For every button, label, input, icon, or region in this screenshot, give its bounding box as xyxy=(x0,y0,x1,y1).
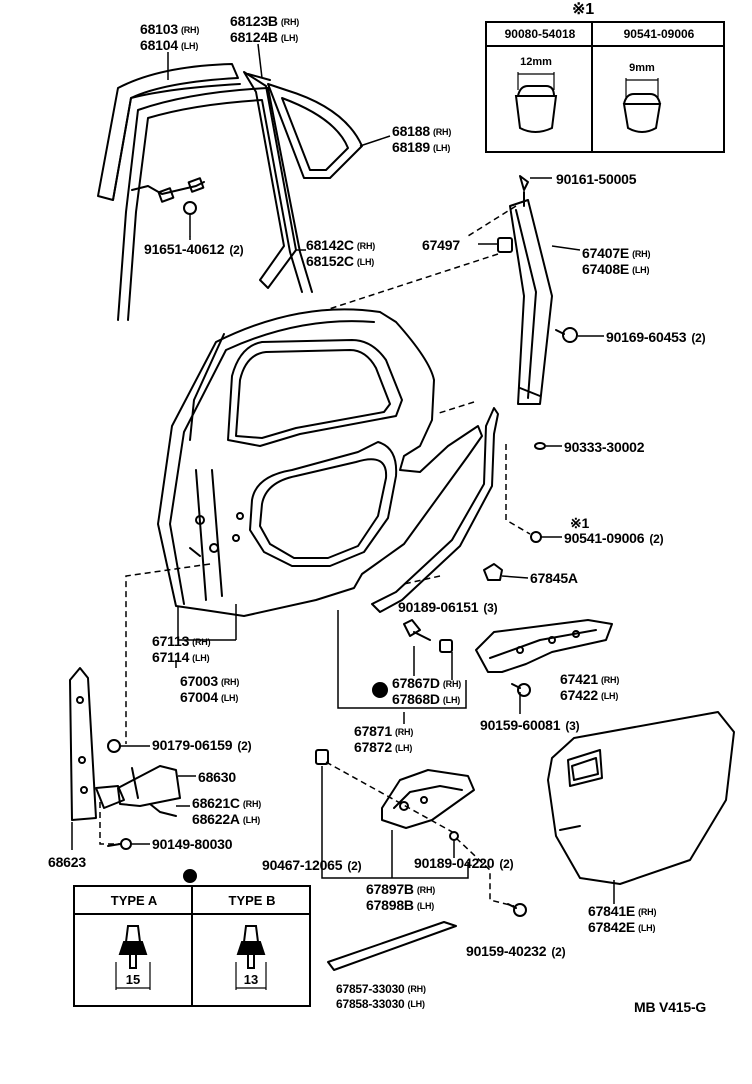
hinge-68630 xyxy=(69,667,181,850)
label-90161: 90161-50005 xyxy=(556,171,637,187)
label-67871: 67871(RH) 67872(LH) xyxy=(354,723,414,755)
label-90189-04220: 90189-04220(2) xyxy=(414,855,514,872)
door-panel-67003 xyxy=(157,308,483,617)
clip-90541 xyxy=(530,531,542,543)
type-table xyxy=(73,869,311,1007)
type-b-dim: 13 xyxy=(243,972,259,987)
label-90159-60081: 90159-60081(3) xyxy=(480,717,580,734)
clip-table xyxy=(485,21,725,153)
moulding-67857 xyxy=(327,921,457,971)
label-91651: 91651-40612(2) xyxy=(144,241,244,258)
label-68103: 68103(RH) 68104(LH) xyxy=(140,21,200,53)
clip-table-part-2: 90541-09006 xyxy=(623,27,695,41)
label-90149: 90149-80030 xyxy=(152,836,233,852)
type-b-title: TYPE B xyxy=(228,893,276,908)
label-67841e: 67841E(RH) 67842E(LH) xyxy=(588,903,657,935)
quarter-glass-68188 xyxy=(267,83,363,179)
label-68623: 68623 xyxy=(48,854,86,870)
label-67845a: 67845A xyxy=(530,570,578,586)
clip-67845 xyxy=(483,563,503,581)
label-67497: 67497 xyxy=(422,237,460,253)
label-67003: 67003(RH) 67004(LH) xyxy=(180,673,240,705)
clip-table-mark: ※1 xyxy=(572,1,594,18)
door-trim-67841 xyxy=(547,711,735,885)
clip-icon-12mm xyxy=(514,95,558,133)
label-90179: 90179-06159(2) xyxy=(152,737,252,754)
stud-icon-type-b xyxy=(235,925,267,990)
label-67897b: 67897B(RH) 67898B(LH) xyxy=(366,881,436,913)
type-a-dim: 15 xyxy=(125,972,141,987)
label-90169: 90169-60453(2) xyxy=(606,329,706,346)
door-weatherstrip-67871 xyxy=(371,407,499,613)
label-67857: 67857-33030(RH) 67858-33030(LH) xyxy=(336,982,426,1011)
label-68142c: 68142C(RH) 68152C(LH) xyxy=(306,237,376,269)
bolt-90169 xyxy=(555,327,578,343)
label-90541-mark: ※1 xyxy=(570,515,590,531)
label-68621c: 68621C(RH) 68622A(LH) xyxy=(192,795,262,827)
label-90541: 90541-09006(2) xyxy=(564,530,664,547)
label-68630: 68630 xyxy=(198,769,236,785)
clip-table-dim-2: 9mm xyxy=(629,62,655,74)
door-glass xyxy=(131,177,205,237)
clip-icon-9mm xyxy=(622,103,662,133)
label-67113: 67113(RH) 67114(LH) xyxy=(152,633,211,665)
weatherstrip-68142 xyxy=(243,71,297,289)
label-67407e: 67407E(RH) 67408E(LH) xyxy=(582,245,651,277)
door-lock-67421 xyxy=(372,619,613,698)
label-67421: 67421(RH) 67422(LH) xyxy=(560,671,620,703)
label-90467: 90467-12065(2) xyxy=(262,857,362,874)
divider-channel-67407 xyxy=(497,175,553,405)
stud-icon-type-a xyxy=(115,925,151,990)
run-channel-68123 xyxy=(117,87,313,321)
label-67867d: 67867D(RH) 67868D(LH) xyxy=(392,675,462,707)
frame-moulding-68103 xyxy=(97,63,241,201)
clip-90333 xyxy=(534,442,546,450)
label-68188: 68188(RH) 68189(LH) xyxy=(392,123,452,155)
label-90189-06151: 90189-06151(3) xyxy=(398,599,498,616)
clip-table-dim-1: 12mm xyxy=(520,56,552,68)
clip-table-part-1: 90080-54018 xyxy=(504,27,576,41)
type-a-title: TYPE A xyxy=(110,893,158,908)
label-90159-40232: 90159-40232(2) xyxy=(466,943,566,960)
label-68123b: 68123B(RH) 68124B(LH) xyxy=(230,13,300,45)
pocket-67897 xyxy=(315,749,527,917)
label-90333: 90333-30002 xyxy=(564,439,645,455)
reference-code: MB V415-G xyxy=(634,999,707,1015)
